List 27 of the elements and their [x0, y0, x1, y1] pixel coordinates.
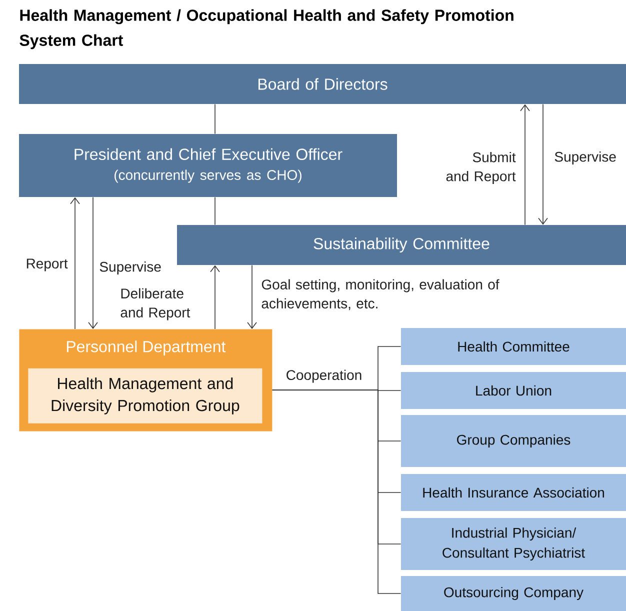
- org-box: Outsourcing Company: [401, 576, 626, 611]
- org-box: President and Chief Executive Officer (concurrently serves as CHO): [19, 134, 397, 197]
- arrow: [538, 104, 548, 225]
- org-box: Health Insurance Association: [401, 474, 626, 511]
- org-box: Board of Directors: [19, 64, 626, 104]
- org-box: Health Committee: [401, 328, 626, 365]
- group-box: Health Management and Diversity Promotion Group: [28, 368, 262, 424]
- arrow: [88, 196, 98, 329]
- edge-label: Report: [26, 258, 68, 272]
- chart-title: Health Management / Occupational Health and Safety Promotion System Chart: [20, 9, 514, 50]
- edge-label: Supervise: [100, 261, 161, 275]
- org-box: Industrial Physician/ Consultant Psychiatrist: [401, 518, 626, 570]
- arrow: [70, 197, 80, 330]
- edge-label: Cooperation: [286, 370, 362, 383]
- org-box: Sustainability Committee: [177, 225, 626, 265]
- edge-label: Supervise: [554, 151, 616, 165]
- edge-label: Deliberate and Report: [120, 288, 190, 320]
- connector-line: [214, 196, 216, 226]
- arrow: [247, 264, 257, 329]
- arrow: [520, 104, 530, 226]
- edge-label: Goal setting, monitoring, evaluation of achievements, etc.: [262, 279, 500, 310]
- org-box: Labor Union: [401, 372, 626, 409]
- connector-line: [272, 390, 402, 594]
- connector-line: [214, 104, 216, 134]
- edge-label: Submit and Report: [446, 152, 516, 184]
- arrow: [210, 265, 220, 330]
- org-box: Group Companies: [401, 415, 626, 467]
